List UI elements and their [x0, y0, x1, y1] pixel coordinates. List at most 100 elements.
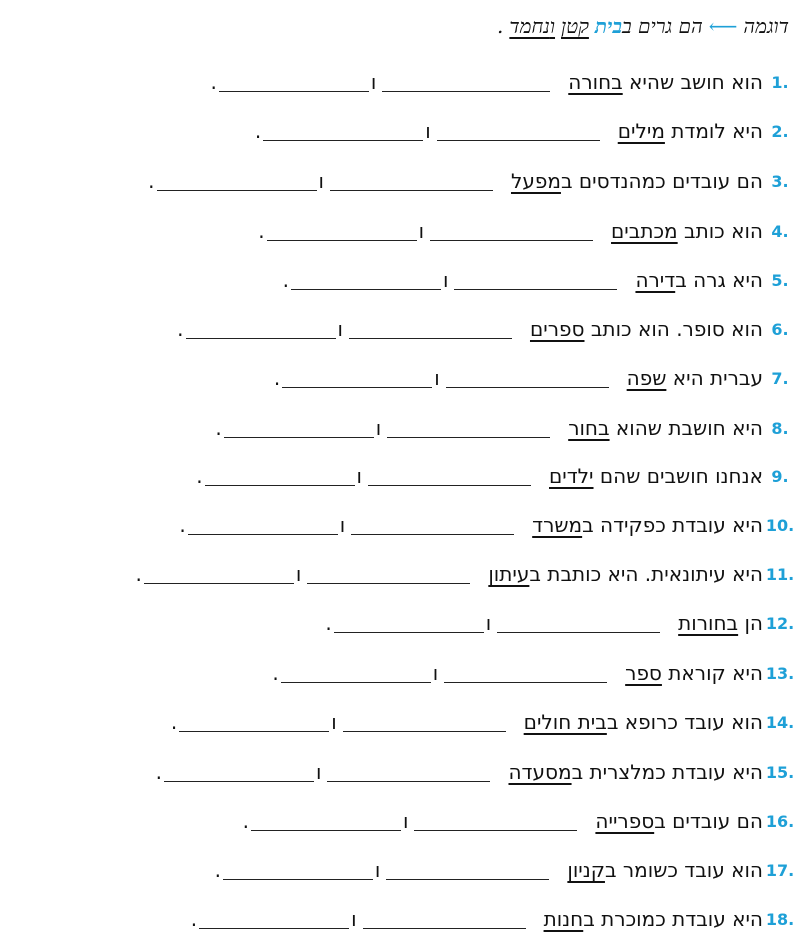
answer-blank-1[interactable] — [327, 763, 491, 782]
answer-blank-1[interactable] — [329, 172, 493, 191]
item-sentence-text: הם עובדים כמהנדסים ב — [560, 169, 763, 193]
example-sentence: הם גרים בבית קטן ונחמד. — [497, 14, 703, 39]
answer-blank-1[interactable] — [387, 419, 551, 438]
item-sentence: אנחנו חושבים שהם ילדים — [549, 464, 763, 488]
conjunction: ו — [356, 464, 362, 488]
arrow-left-icon: ⟵ — [708, 14, 738, 38]
answer-blank-2[interactable] — [143, 565, 294, 584]
conjunction: ו — [337, 317, 343, 341]
answer-blank-1[interactable] — [342, 713, 506, 732]
item-number: 6. — [771, 319, 789, 339]
answer-blank-1[interactable] — [386, 861, 550, 880]
item-number: 9. — [771, 466, 789, 486]
item-underlined-noun: משרד — [532, 513, 583, 537]
answer-blank-1[interactable] — [436, 122, 600, 141]
conjunction: ו — [432, 661, 439, 685]
period: . — [135, 562, 142, 586]
item-sentence-text: הן — [738, 611, 763, 635]
answer-blank-2[interactable] — [156, 172, 317, 191]
item-number: 8. — [771, 418, 789, 438]
item-underlined-noun: ספר — [625, 661, 662, 685]
item-sentence: הם עובדים בספרייה — [595, 809, 763, 833]
answer-blank-2[interactable] — [266, 222, 417, 241]
conjunction: ו — [402, 809, 409, 833]
conjunction: ו — [425, 119, 431, 143]
answer-blank-1[interactable] — [351, 516, 515, 535]
item-underlined-noun: מסעדה — [508, 760, 572, 784]
answer-blank-2[interactable] — [218, 73, 369, 92]
item-underlined-noun: ספרייה — [595, 809, 655, 833]
item-sentence: היא עובדת כמלצרית במסעדה — [508, 760, 763, 784]
period: . — [214, 858, 221, 882]
answer-blank-2[interactable] — [291, 271, 441, 290]
item-underlined-noun: חנות — [543, 907, 584, 931]
answer-blank-1[interactable] — [445, 369, 609, 388]
answer-blank-2[interactable] — [187, 516, 338, 535]
item-number: 11. — [765, 564, 795, 584]
period: . — [170, 710, 178, 734]
period: . — [177, 317, 184, 341]
conjunction: ו — [331, 710, 337, 734]
answer-blank-1[interactable] — [307, 565, 471, 584]
item-underlined-noun: מכתבים — [611, 219, 678, 243]
answer-blank-2[interactable] — [179, 713, 330, 732]
answer-blank-2[interactable] — [280, 664, 431, 683]
answer-blank-2[interactable] — [282, 369, 433, 388]
answer-blank-2[interactable] — [250, 812, 401, 831]
period: . — [242, 809, 249, 833]
answer-blank-2[interactable] — [199, 910, 350, 929]
item-underlined-noun: מילים — [617, 119, 665, 143]
answer-blank-1[interactable] — [454, 271, 618, 290]
item-underlined-noun: מפעל — [510, 169, 561, 193]
answer-blank-2[interactable] — [333, 614, 484, 633]
item-number: 2. — [771, 121, 789, 141]
answer-blank-1[interactable] — [444, 664, 608, 683]
conjunction: ו — [339, 513, 346, 537]
answer-blank-1[interactable] — [382, 73, 551, 92]
item-sentence-text: היא עובדת כמלצרית ב — [571, 760, 763, 784]
item-sentence-text: אנחנו חושבים שהם — [593, 464, 763, 488]
answer-blank-1[interactable] — [362, 910, 526, 929]
example-answer-2: נחמד — [509, 14, 550, 38]
item-sentence-text: עברית היא — [666, 366, 763, 390]
item-number: 4. — [771, 221, 789, 241]
item-sentence: היא קוראת ספר — [625, 661, 763, 685]
example-period: . — [497, 14, 504, 38]
item-sentence: היא עובדת כמוכרת בחנות — [544, 907, 763, 931]
answer-blank-2[interactable] — [263, 122, 424, 141]
answer-blank-2[interactable] — [204, 467, 355, 486]
conjunction: ו — [374, 858, 381, 882]
conjunction: ו — [485, 611, 492, 635]
answer-blank-1[interactable] — [497, 614, 661, 633]
answer-blank-2[interactable] — [223, 419, 374, 438]
answer-blank-1[interactable] — [348, 320, 512, 339]
answer-blank-2[interactable] — [164, 763, 315, 782]
answer-blank-1[interactable] — [368, 467, 531, 486]
item-sentence-text: היא חושבת שהוא — [609, 416, 763, 440]
item-underlined-noun: שפה — [626, 366, 667, 390]
item-sentence-text: הוא עובד כרופא ב — [606, 710, 763, 734]
item-number: 7. — [771, 368, 789, 388]
item-sentence: הוא עובד כשומר בקניון — [567, 858, 763, 882]
answer-blank-2[interactable] — [222, 861, 373, 880]
item-sentence-text: הוא חושב שהיא — [622, 70, 763, 94]
answer-blank-2[interactable] — [185, 320, 336, 339]
item-number: 3. — [771, 171, 789, 191]
answer-blank-1[interactable] — [430, 222, 594, 241]
period: . — [215, 416, 222, 440]
example-label: דוגמה — [743, 14, 789, 38]
item-number: 16. — [765, 811, 795, 831]
item-sentence: היא לומדת מילים — [618, 119, 763, 143]
answer-blank-1[interactable] — [414, 812, 578, 831]
